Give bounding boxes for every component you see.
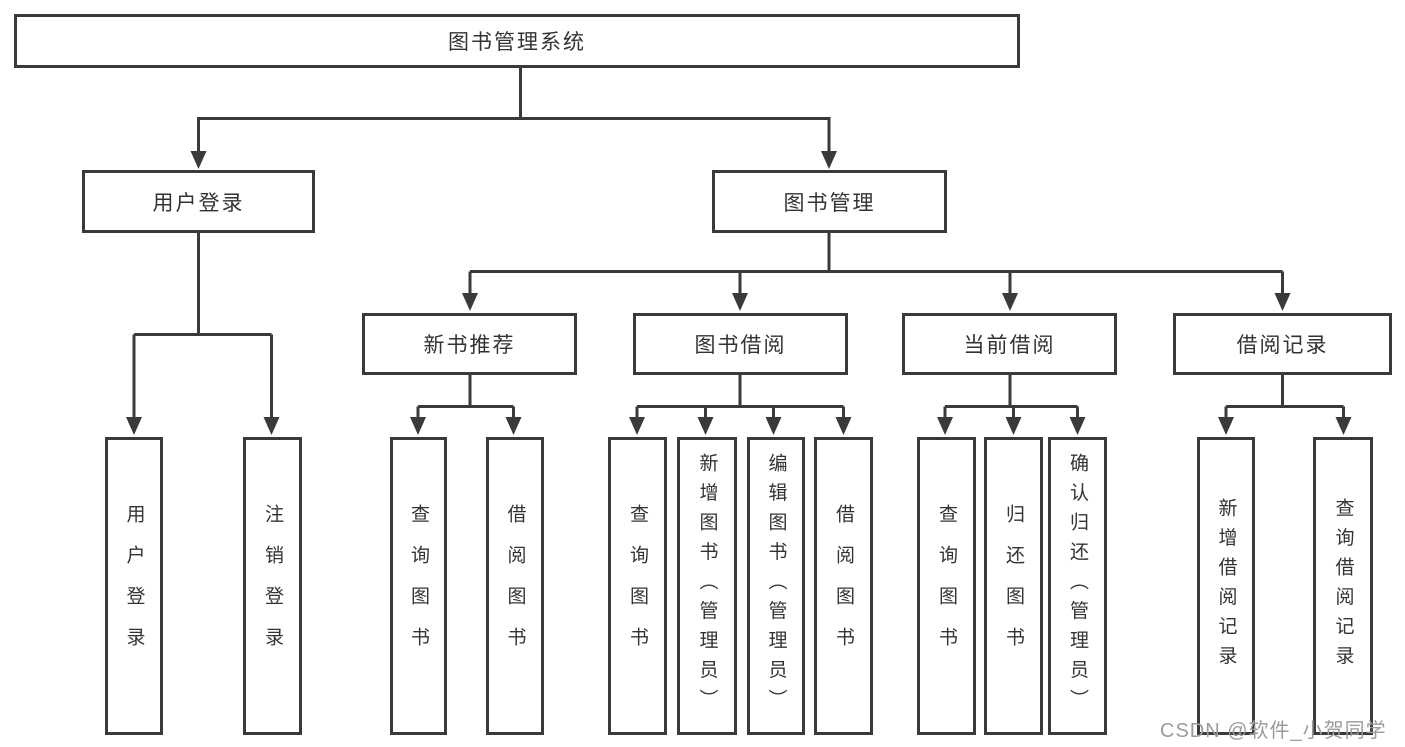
leaf-query-books-2: 查询图书: [608, 437, 667, 735]
node-borrowing-records: 借阅记录: [1173, 313, 1392, 375]
leaf-query-books-2-label: 查询图书: [627, 504, 648, 668]
leaf-add-books-admin-label: 新增图书（管理员）: [696, 453, 718, 719]
leaf-borrow-books-1: 借阅图书: [486, 437, 544, 735]
leaf-logout-label: 注销登录: [262, 504, 283, 668]
leaf-query-books-3: 查询图书: [917, 437, 976, 735]
leaf-query-books-3-label: 查询图书: [936, 504, 957, 668]
leaf-add-books-admin: 新增图书（管理员）: [677, 437, 737, 735]
leaf-query-books-1-label: 查询图书: [408, 504, 429, 668]
node-current-borrowing-label: 当前借阅: [963, 334, 1056, 357]
leaf-add-borrow-record: 新增借阅记录: [1197, 437, 1255, 735]
leaf-edit-books-admin: 编辑图书（管理员）: [747, 437, 805, 735]
leaf-user-login-label: 用户登录: [123, 504, 145, 668]
node-book-borrowing: 图书借阅: [633, 313, 848, 375]
node-current-borrowing: 当前借阅: [902, 313, 1117, 375]
node-book-borrowing-label: 图书借阅: [694, 334, 787, 357]
leaf-query-borrow-record: 查询借阅记录: [1313, 437, 1373, 735]
node-book-management-label: 图书管理: [783, 191, 876, 215]
leaf-logout: 注销登录: [243, 437, 302, 735]
leaf-confirm-return-admin-label: 确认归还（管理员）: [1067, 453, 1088, 719]
csdn-watermark: CSDN @软件_小贺同学: [1160, 720, 1387, 742]
node-new-book-recommend: 新书推荐: [362, 313, 577, 375]
node-root-system: 图书管理系统: [14, 14, 1020, 68]
leaf-query-borrow-record-label: 查询借阅记录: [1332, 497, 1354, 675]
leaf-confirm-return-admin: 确认归还（管理员）: [1048, 437, 1107, 735]
leaf-user-login: 用户登录: [105, 437, 163, 735]
node-user-login-label: 用户登录: [152, 191, 245, 215]
leaf-borrow-books-1-label: 借阅图书: [504, 504, 526, 668]
node-root-system-label: 图书管理系统: [448, 31, 586, 54]
node-user-login: 用户登录: [82, 170, 315, 233]
node-borrowing-records-label: 借阅记录: [1236, 334, 1329, 357]
leaf-query-books-1: 查询图书: [390, 437, 447, 735]
node-book-management: 图书管理: [712, 170, 947, 233]
leaf-return-books-label: 归还图书: [1003, 504, 1024, 668]
node-new-book-recommend-label: 新书推荐: [423, 334, 516, 357]
leaf-add-borrow-record-label: 新增借阅记录: [1215, 497, 1237, 675]
leaf-edit-books-admin-label: 编辑图书（管理员）: [765, 453, 787, 719]
leaf-return-books: 归还图书: [984, 437, 1043, 735]
leaf-borrow-books-2-label: 借阅图书: [833, 504, 854, 668]
leaf-borrow-books-2: 借阅图书: [814, 437, 873, 735]
